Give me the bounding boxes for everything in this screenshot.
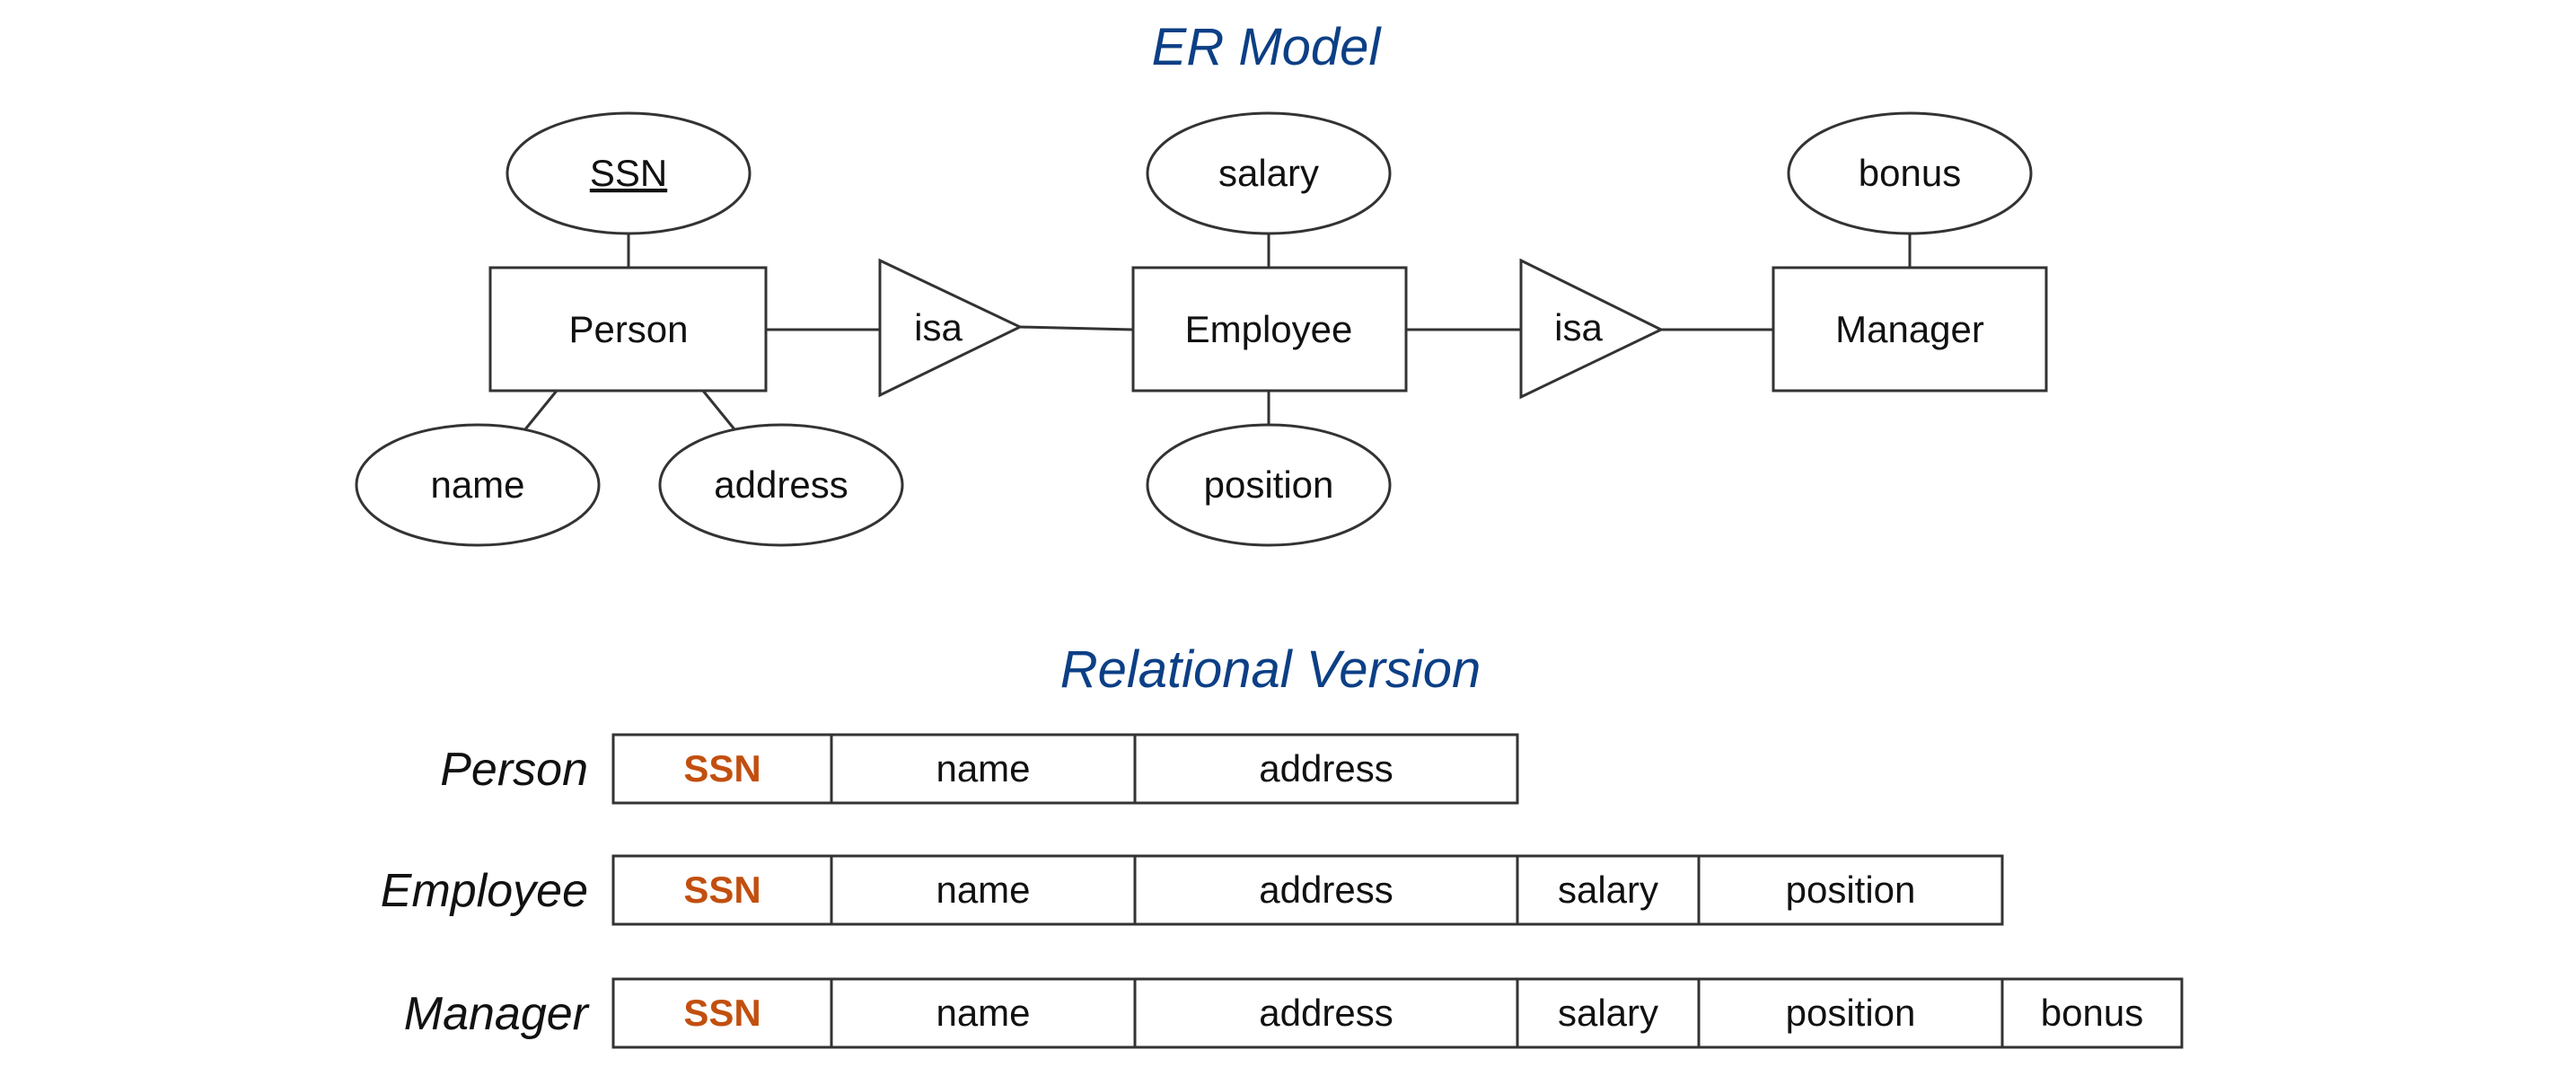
attribute-bonus-label: bonus <box>1859 152 1961 194</box>
attribute-name: name <box>355 423 601 547</box>
entity-employee-box <box>1131 266 1408 393</box>
relation-cell: bonus <box>2041 992 2143 1034</box>
primary-key-cell: SSN <box>683 992 760 1034</box>
attribute-ssn-label: SSN <box>590 152 667 194</box>
edge-person-address <box>701 390 736 430</box>
relation-name-manager: Manager <box>404 988 591 1040</box>
attribute-salary: salary <box>1146 111 1392 235</box>
entity-person-label: Person <box>568 308 688 350</box>
attribute-position-label: position <box>1204 463 1334 506</box>
edge-isa1-employee <box>1019 325 1134 331</box>
relation-cell-box <box>611 854 833 926</box>
attribute-salary-label: salary <box>1218 152 1319 194</box>
attribute-position-ellipse <box>1146 423 1392 547</box>
relation-person: Person SSN name address <box>440 733 1519 805</box>
relation-cell: position <box>1786 992 1916 1034</box>
relation-cell: address <box>1259 747 1393 789</box>
er-model-title: ER Model <box>1152 18 1383 76</box>
relation-name-employee: Employee <box>381 865 588 917</box>
attribute-bonus-ellipse <box>1787 111 2033 235</box>
relation-cell: address <box>1259 869 1393 911</box>
entity-person: Person <box>488 266 768 393</box>
isa-triangle-1 <box>878 258 1024 398</box>
relation-cell: position <box>1786 869 1916 911</box>
isa-triangle-2 <box>1519 258 1665 400</box>
attribute-name-label: name <box>430 463 524 506</box>
relation-cell-box <box>611 977 833 1049</box>
attribute-position: position <box>1146 423 1392 547</box>
entity-manager: Manager <box>1772 266 2048 393</box>
relation-cell-box <box>611 733 833 805</box>
attribute-address: address <box>658 423 904 547</box>
relation-cell-box <box>830 854 1137 926</box>
relation-cell: salary <box>1558 869 1658 911</box>
relation-name-person: Person <box>440 744 588 796</box>
attribute-ssn: SSN <box>506 111 752 235</box>
isa-person-employee: isa <box>878 258 1024 398</box>
relation-cell: salary <box>1558 992 1658 1034</box>
isa-label-1: isa <box>914 306 963 348</box>
edge-person-name <box>523 390 558 430</box>
relation-cell-box <box>1133 733 1519 805</box>
relation-manager: Manager SSN name address salary position bonus <box>404 977 2184 1049</box>
relation-cell: name <box>936 992 1030 1034</box>
isa-employee-manager: isa <box>1519 258 1665 400</box>
relation-cell-box <box>2000 977 2184 1049</box>
attribute-name-ellipse <box>355 423 601 547</box>
relation-cell: name <box>936 869 1030 911</box>
attribute-ssn-ellipse <box>506 111 752 235</box>
relation-cell-box <box>1697 854 2004 926</box>
attribute-bonus: bonus <box>1787 111 2033 235</box>
isa-label-2: isa <box>1554 306 1603 348</box>
relational-version-title: Relational Version <box>1060 640 1481 699</box>
entity-person-box <box>488 266 768 393</box>
entity-manager-box <box>1772 266 2048 393</box>
attribute-salary-ellipse <box>1146 111 1392 235</box>
relation-cell: name <box>936 747 1030 789</box>
entity-employee-label: Employee <box>1185 308 1353 350</box>
entity-manager-label: Manager <box>1835 308 1984 350</box>
primary-key-cell: SSN <box>683 747 760 789</box>
primary-key-cell: SSN <box>683 869 760 911</box>
attribute-address-ellipse <box>658 423 904 547</box>
relation-employee: Employee SSN name address salary position <box>381 854 2004 926</box>
attribute-address-label: address <box>714 463 848 506</box>
relation-cell-box <box>830 733 1137 805</box>
entity-employee: Employee <box>1131 266 1408 393</box>
er-edges <box>523 234 1912 430</box>
relation-cell: address <box>1259 992 1393 1034</box>
